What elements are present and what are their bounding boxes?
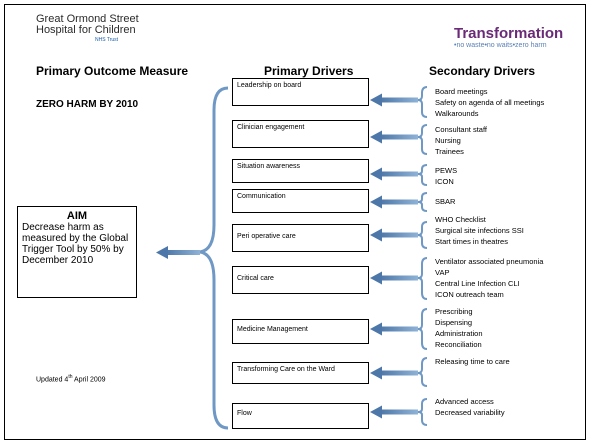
- secondary-item: WHO Checklist: [435, 215, 486, 224]
- secondary-drivers-medicine: Prescribing Dispensing Administration Re…: [435, 306, 483, 350]
- secondary-drivers-communication: SBAR: [435, 196, 455, 207]
- secondary-item: Central Line Infection CLI: [435, 279, 520, 288]
- secondary-item: Decreased variability: [435, 408, 505, 417]
- primary-driver-critical-care: Critical care: [232, 266, 369, 294]
- heading-primary-drivers: Primary Drivers: [264, 64, 354, 78]
- secondary-item: Safety on agenda of all meetings: [435, 98, 545, 107]
- secondary-item: VAP: [435, 268, 450, 277]
- secondary-item: PEWS: [435, 166, 458, 175]
- arrow-medicine: [370, 322, 418, 336]
- primary-driver-transforming-care: Transforming Care on the Ward: [232, 362, 369, 384]
- primary-driver-situation-awareness: Situation awareness: [232, 159, 369, 183]
- secondary-item: Walkarounds: [435, 109, 479, 118]
- org-name-line1: Great Ormond Street: [36, 13, 139, 25]
- updated-prefix: Updated 4: [36, 376, 69, 384]
- aim-arrow: [156, 246, 200, 259]
- arrow-peri: [370, 228, 418, 242]
- brace-transforming: [417, 357, 428, 387]
- arrow-clinician: [370, 130, 418, 144]
- primary-driver-flow: Flow: [232, 403, 369, 429]
- aim-box: AIM Decrease harm as measured by the Glo…: [17, 206, 137, 298]
- secondary-item: SBAR: [435, 197, 456, 206]
- brace-communication: [417, 192, 428, 212]
- brace-clinician: [417, 124, 428, 155]
- primary-driver-clinician-engagement: Clinician engagement: [232, 120, 369, 148]
- org-trust-label: NHS Trust: [95, 37, 119, 43]
- primary-driver-leadership: Leadership on board: [232, 78, 369, 106]
- secondary-item: ICON outreach team: [435, 290, 504, 299]
- secondary-drivers-clinician: Consultant staff Nursing Trainees: [435, 124, 487, 157]
- secondary-item: Advanced access: [435, 397, 494, 406]
- arrow-leadership: [370, 93, 418, 107]
- primary-driver-peri-operative-care: Peri operative care: [232, 224, 369, 252]
- secondary-item: Surgical site infections SSI: [435, 226, 524, 235]
- primary-driver-communication: Communication: [232, 189, 369, 213]
- secondary-item: Administration: [435, 329, 483, 338]
- secondary-drivers-critical-care: Ventilator associated pneumonia VAP Cent…: [435, 256, 543, 300]
- secondary-item: Dispensing: [435, 318, 473, 327]
- brace-flow: [417, 398, 428, 426]
- org-name-line2: Hospital for Children: [36, 24, 136, 36]
- secondary-item: Prescribing: [435, 307, 473, 316]
- slide-frame: [4, 4, 586, 440]
- aim-text: Decrease harm as measured by the Global …: [22, 222, 129, 266]
- updated-suffix: April 2009: [72, 376, 106, 384]
- brace-critical: [417, 257, 428, 300]
- arrow-transforming: [370, 366, 418, 380]
- main-brace: [199, 86, 229, 430]
- secondary-item: Releasing time to care: [435, 357, 510, 366]
- arrow-flow: [370, 405, 418, 419]
- secondary-item: Start times in theatres: [435, 237, 508, 246]
- zero-harm-statement: ZERO HARM BY 2010: [36, 99, 139, 110]
- heading-secondary-drivers: Secondary Drivers: [429, 64, 536, 78]
- brace-situation: [417, 164, 428, 186]
- transformation-logo: Transformation: [454, 25, 564, 42]
- transformation-tagline: •no waste•no waits•zero harm: [454, 42, 547, 49]
- updated-sup: th: [68, 374, 73, 380]
- secondary-drivers-peri-operative: WHO Checklist Surgical site infections S…: [435, 214, 524, 247]
- primary-driver-medicine-management: Medicine Management: [232, 319, 369, 344]
- brace-medicine: [417, 308, 428, 350]
- secondary-drivers-situation: PEWS ICON: [435, 165, 457, 187]
- arrow-communication: [370, 195, 418, 209]
- arrow-situation: [370, 167, 418, 181]
- secondary-item: Nursing: [435, 136, 461, 145]
- secondary-drivers-flow: Advanced access Decreased variability: [435, 396, 505, 418]
- secondary-item: Board meetings: [435, 87, 488, 96]
- aim-title: AIM: [66, 210, 88, 222]
- brace-peri: [417, 221, 428, 249]
- arrow-critical: [370, 271, 418, 285]
- updated-date: Updated 4th April 2009: [36, 374, 106, 383]
- secondary-item: Consultant staff: [435, 125, 487, 134]
- secondary-item: Ventilator associated pneumonia: [435, 257, 544, 266]
- secondary-item: Reconciliation: [435, 340, 482, 349]
- brace-leadership: [417, 86, 428, 118]
- secondary-drivers-transforming-care: Releasing time to care: [435, 356, 510, 367]
- secondary-arrows: [370, 93, 418, 419]
- secondary-item: ICON: [435, 177, 454, 186]
- heading-primary-outcome: Primary Outcome Measure: [36, 64, 189, 78]
- secondary-drivers-leadership: Board meetings Safety on agenda of all m…: [435, 86, 544, 119]
- secondary-item: Trainees: [435, 147, 464, 156]
- secondary-braces: [417, 86, 428, 426]
